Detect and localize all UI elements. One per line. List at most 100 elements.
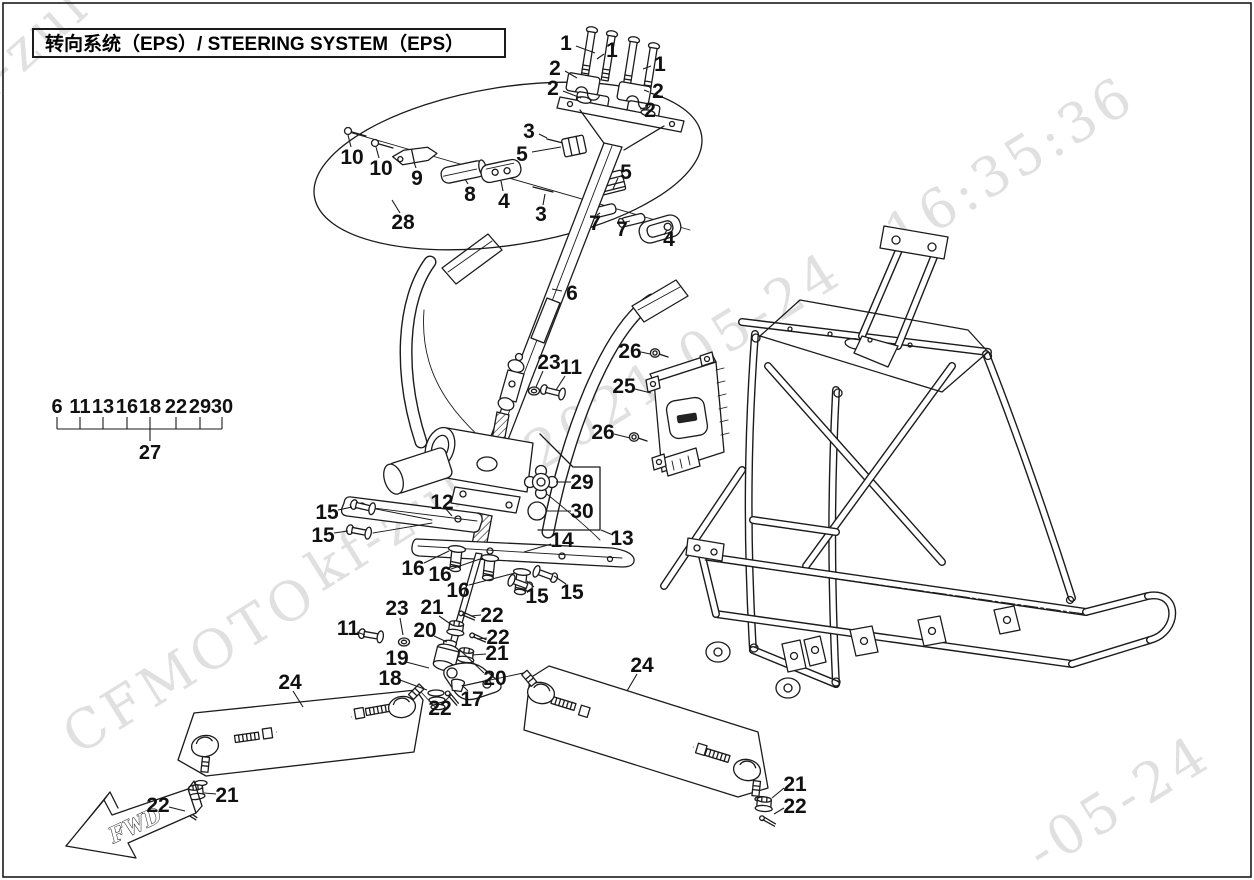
handlebar-clamp-art [556,25,685,151]
leader-line [555,375,566,391]
leader-line [461,680,485,687]
part-callout-23: 23 [385,597,408,620]
title-block: 转向系统（EPS）/ STEERING SYSTEM（EPS） [32,28,506,58]
leader-line [626,673,638,692]
part-callout-20: 20 [483,667,506,690]
leader-line [642,65,652,70]
part-callout-15: 15 [560,581,584,604]
part-callout-29: 29 [570,471,593,494]
leader-line [596,212,601,216]
diagram-artwork: FWD [65,25,1177,859]
leader-line [575,45,596,54]
leader-line [538,133,548,139]
leader-line [663,229,668,236]
title-box [32,28,506,58]
part-callout-10: 10 [369,157,392,180]
leader-line [413,161,417,169]
part-callout-3: 3 [523,120,535,143]
legend-item-18: 18 [139,396,161,418]
part-callout-30: 30 [570,500,593,523]
page-title: 转向系统（EPS）/ STEERING SYSTEM（EPS） [45,32,464,55]
frame-details-art [685,225,1086,699]
part-callout-18: 18 [378,667,402,690]
tie-rod-left-art [177,683,425,821]
leader-line [773,807,785,815]
part-callout-21: 21 [783,773,807,796]
leader-line [461,684,469,692]
part-callout-5: 5 [620,161,632,184]
watermark-text: -05-24 [1016,722,1222,880]
part-callout-11: 11 [337,617,360,640]
part-callout-25: 25 [612,375,636,398]
watermark-text: kf-zul [0,0,102,140]
leader-line [596,53,605,60]
leader-line [391,199,401,214]
bolt-26-icon [628,432,648,442]
part-callout-10: 10 [340,146,363,169]
part-callout-24: 24 [630,654,654,677]
washer-23-icon [397,637,411,647]
leader-line [643,89,650,93]
bolt-11-icon [356,626,385,644]
part-callout-16: 16 [446,579,469,602]
part-callout-9: 9 [411,167,423,190]
castle-nut-washer-box-art [523,433,601,531]
leader-line [433,635,448,643]
part-callout-1: 1 [654,53,666,76]
part-callout-24: 24 [278,671,302,694]
leader-line [450,557,484,570]
oring-30-icon [527,501,547,521]
leader-line [375,146,380,159]
part-callout-2: 2 [547,77,559,100]
leader-line [468,572,516,586]
leader-line [405,661,430,669]
leader-line [292,690,304,708]
part-callout-22: 22 [146,794,169,817]
part-callout-21: 21 [420,596,444,619]
ecu-art [628,348,730,477]
leader-line [471,653,487,656]
part-callout-8: 8 [464,183,476,206]
leader-line [542,193,546,206]
leader-line [445,508,453,517]
part-callout-26: 26 [618,340,641,363]
part-callout-19: 19 [385,647,408,670]
castle-nut-29-icon [523,464,559,500]
leader-line [562,90,582,99]
bolt-15-icon [530,564,560,586]
leader-line [625,220,631,223]
part-callout-14: 14 [550,529,574,552]
part-callout-23: 23 [537,351,560,374]
part-callout-5: 5 [516,143,528,166]
part-callout-22: 22 [486,626,509,649]
leader-line [399,617,404,636]
pitman-arm-art [356,552,529,711]
leader-line [531,146,562,153]
legend-item-11: 11 [69,396,90,418]
part-callout-15: 15 [311,524,335,547]
leader-line [337,506,353,511]
legend-item-13: 13 [92,396,114,418]
leader-line [444,694,452,702]
part-callout-28: 28 [391,211,415,234]
part-callout-7: 7 [589,212,601,235]
leader-line [526,580,535,588]
leader-line [523,543,552,553]
leader-line [470,614,482,617]
leader-line [613,433,631,439]
part-callout-16: 16 [401,557,424,580]
leader-line [612,177,619,190]
leader-line [464,178,469,185]
leader-line [553,575,567,585]
washer-23-icon [527,386,541,396]
leader-line [551,288,563,292]
part-callout-3: 3 [535,203,547,226]
bolt-11-icon [538,382,568,402]
leader-line [333,530,349,534]
part-callout-16: 16 [428,563,451,586]
leader-line [564,70,578,79]
part-callout-15: 15 [525,585,549,608]
